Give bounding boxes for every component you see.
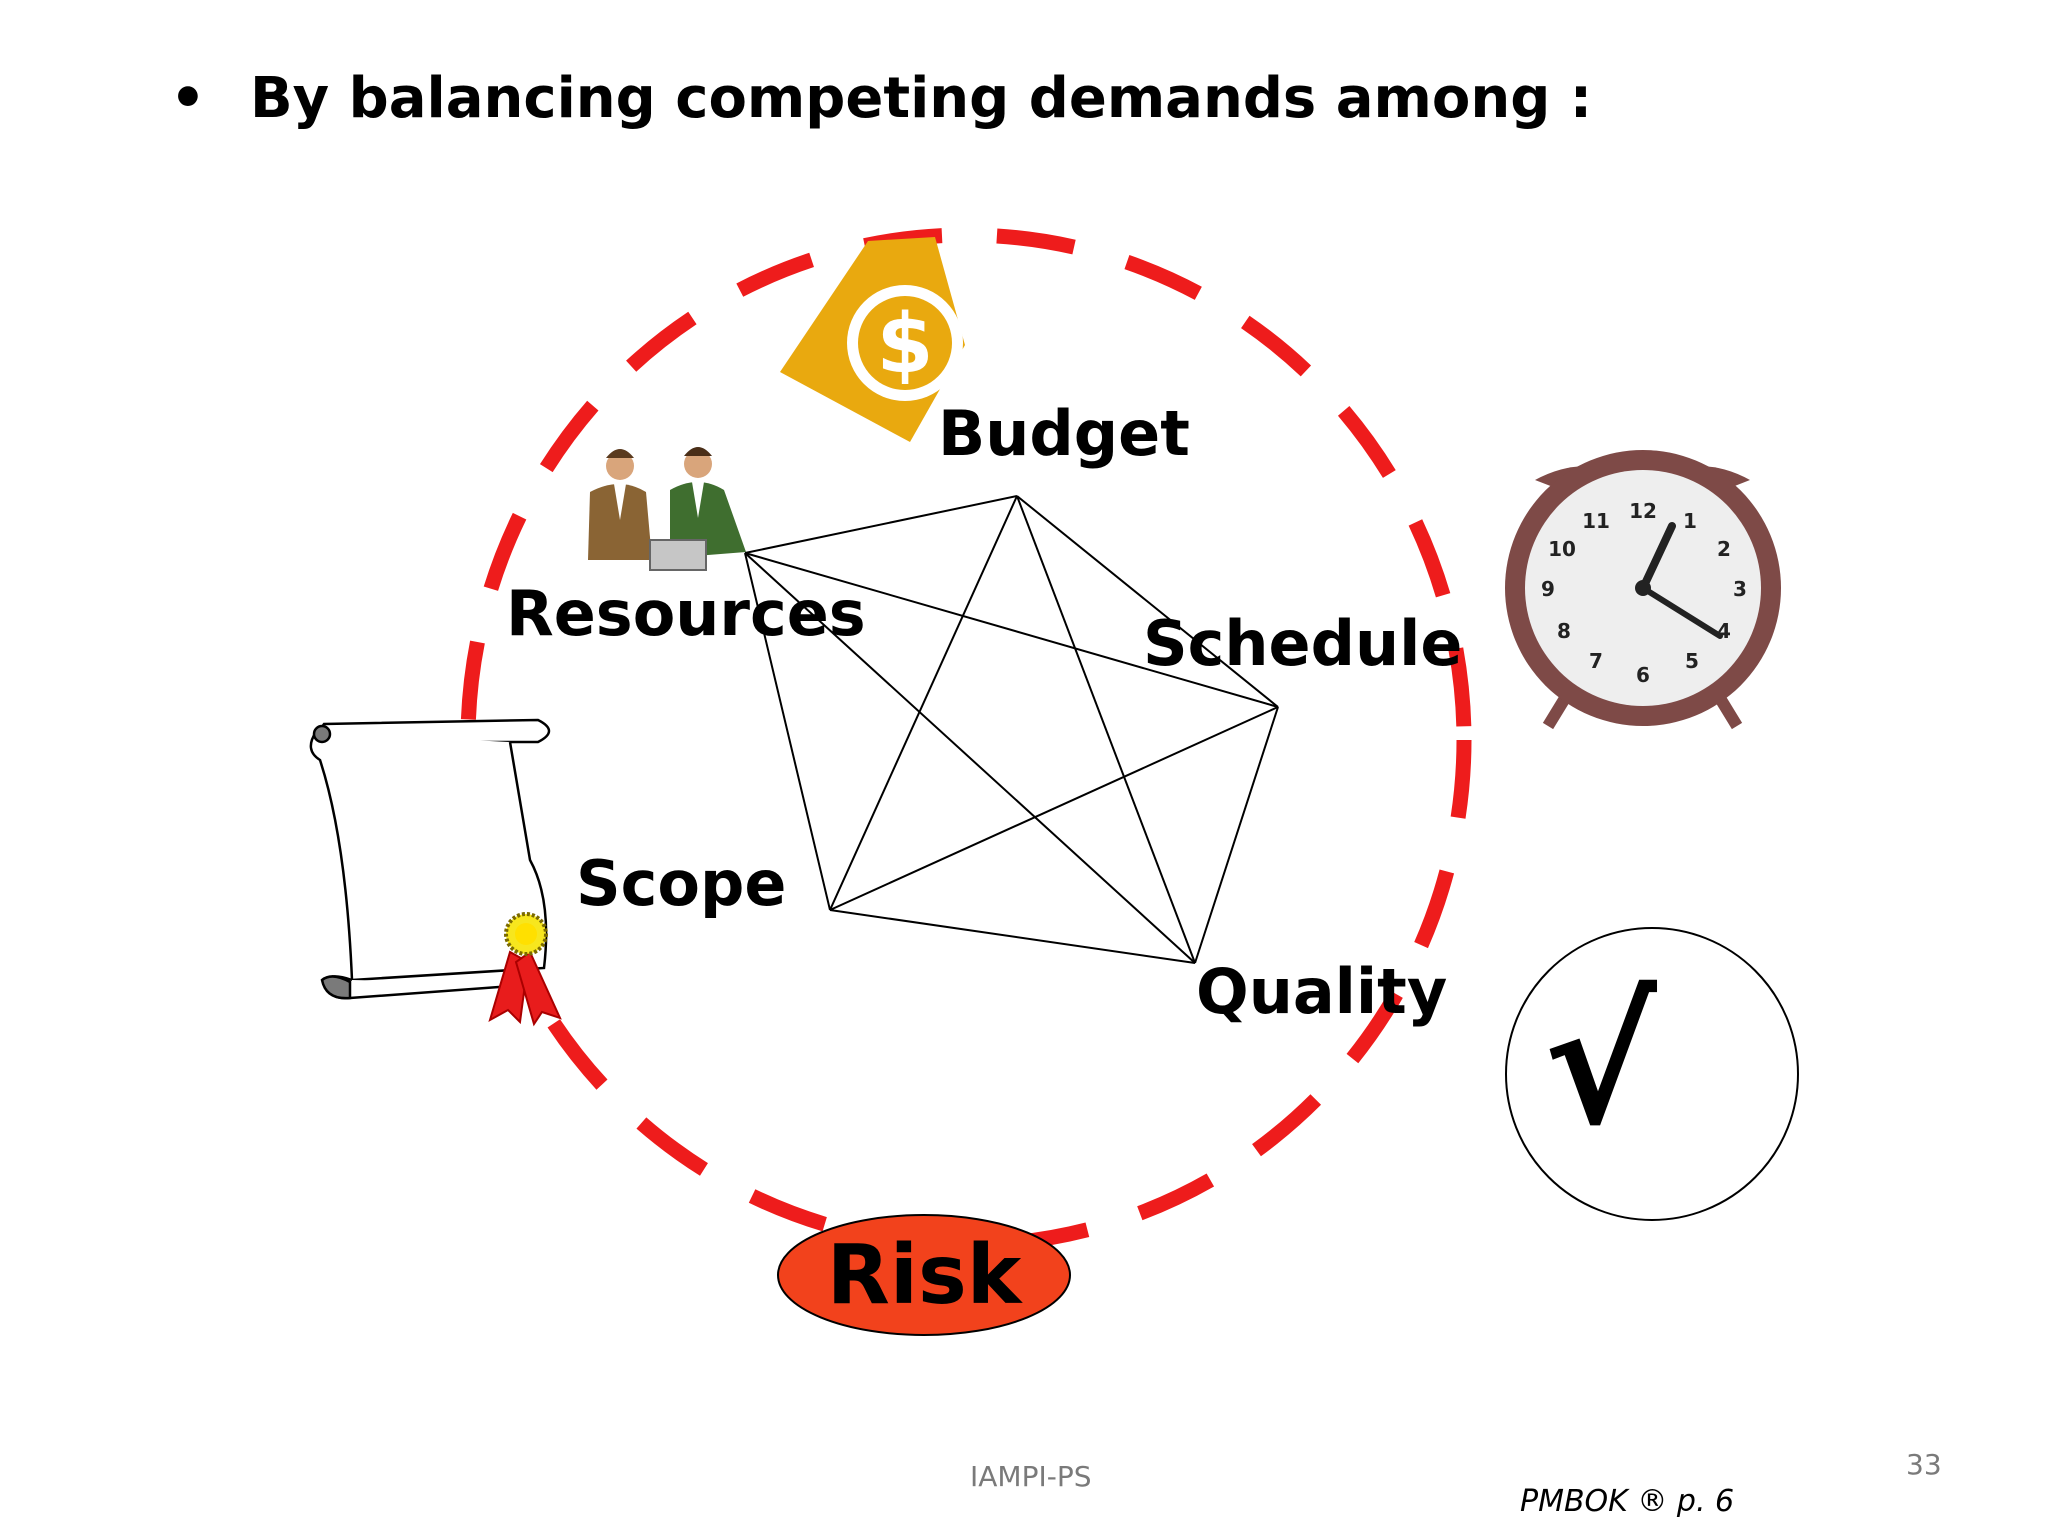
edge-resources-schedule [744, 552, 1279, 708]
svg-text:12: 12 [1629, 499, 1657, 523]
clock-face-numerals: 12 1 2 3 4 5 6 7 8 9 10 11 [1541, 499, 1747, 687]
svg-text:$: $ [876, 297, 933, 392]
edge-quality-scope [829, 909, 1196, 964]
edge-budget-scope [829, 495, 1018, 911]
heading-line: • By balancing competing demands among : [170, 66, 1592, 131]
bullet-point: • [170, 66, 206, 131]
edge-resources-quality [744, 552, 1196, 964]
citation: PMBOK ® p. 6 [1520, 1484, 1735, 1519]
constraint-network [744, 495, 1279, 964]
label-resources: Resources [506, 577, 866, 650]
svg-text:6: 6 [1636, 663, 1650, 687]
svg-text:3: 3 [1733, 577, 1747, 601]
alarm-clock-icon: 12 1 2 3 4 5 6 7 8 9 10 11 [1505, 450, 1781, 730]
svg-text:10: 10 [1548, 537, 1576, 561]
svg-text:2: 2 [1717, 537, 1731, 561]
edge-schedule-quality [1194, 706, 1279, 964]
slide-heading: By balancing competing demands among : [250, 66, 1593, 131]
check-circle [1505, 927, 1799, 1221]
ribbon-icon [488, 912, 562, 1027]
constraint-ring [460, 227, 1472, 1253]
people-icon [588, 447, 746, 571]
edge-scope-resources [744, 552, 831, 911]
svg-text:9: 9 [1541, 577, 1555, 601]
footer-text: IAMPI-PS [970, 1460, 1092, 1493]
edge-budget-schedule [1016, 495, 1279, 708]
label-scope: Scope [576, 847, 786, 920]
dollar-coin-icon: $ [780, 237, 965, 442]
label-schedule: Schedule [1143, 607, 1462, 680]
label-quality: Quality [1196, 955, 1447, 1028]
edge-budget-quality [1016, 495, 1196, 964]
risk-ellipse [777, 1214, 1071, 1336]
svg-text:8: 8 [1557, 619, 1571, 643]
check-mark: √ [1543, 965, 1657, 1163]
label-budget: Budget [938, 397, 1190, 470]
svg-text:1: 1 [1683, 509, 1697, 533]
svg-text:4: 4 [1717, 619, 1731, 643]
edge-schedule-scope [829, 706, 1279, 911]
edge-resources-budget [744, 495, 1018, 554]
svg-text:11: 11 [1582, 509, 1610, 533]
label-risk: Risk [827, 1228, 1024, 1323]
svg-text:5: 5 [1685, 649, 1699, 673]
page-number: 33 [1906, 1448, 1942, 1481]
scroll-icon [309, 718, 551, 1000]
svg-text:7: 7 [1589, 649, 1603, 673]
